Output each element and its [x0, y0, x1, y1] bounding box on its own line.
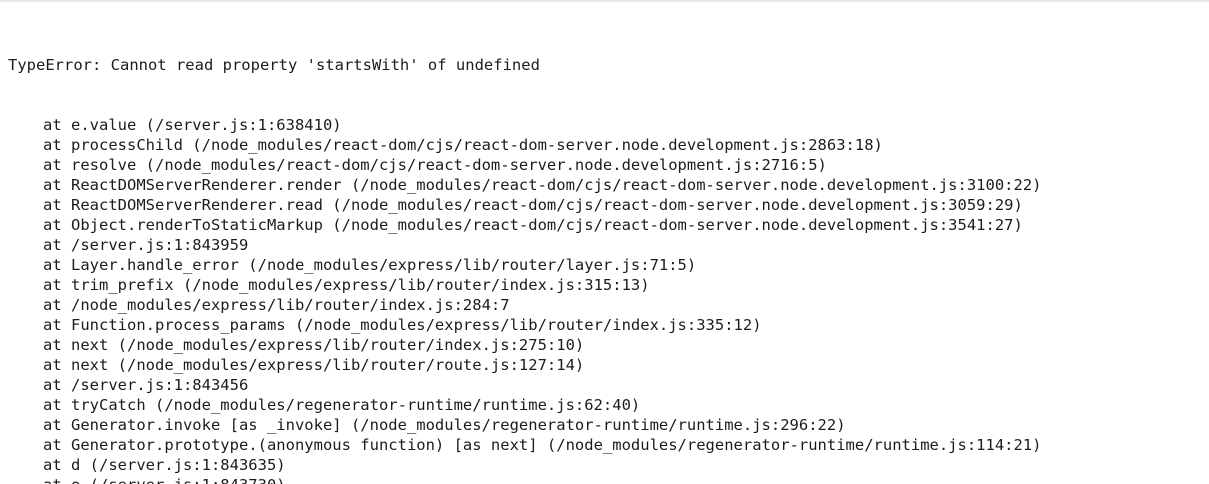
stack-frame: at Generator.prototype.(anonymous functi…: [43, 436, 1042, 454]
stack-frame: at Function.process_params (/node_module…: [43, 316, 762, 334]
stack-frame: at /node_modules/express/lib/router/inde…: [43, 296, 510, 314]
stack-frame: at Generator.invoke [as _invoke] (/node_…: [43, 416, 846, 434]
error-message: TypeError: Cannot read property 'startsW…: [8, 56, 540, 74]
stack-frame: at processChild (/node_modules/react-dom…: [43, 136, 883, 154]
stack-frame-list: at e.value (/server.js:1:638410) at proce…: [8, 115, 1201, 484]
stack-frame: at resolve (/node_modules/react-dom/cjs/…: [43, 156, 827, 174]
stack-frame: at d (/server.js:1:843635): [43, 456, 286, 474]
stack-frame: at /server.js:1:843456: [43, 376, 249, 394]
stack-frame: at /server.js:1:843959: [43, 236, 249, 254]
stack-frame: at Layer.handle_error (/node_modules/exp…: [43, 256, 697, 274]
stack-frame: at next (/node_modules/express/lib/route…: [43, 356, 585, 374]
stack-frame: at ReactDOMServerRenderer.read (/node_mo…: [43, 196, 1023, 214]
stack-frame: at o (/server.js:1:843730): [8, 475, 1201, 484]
stack-frame: at tryCatch (/node_modules/regenerator-r…: [43, 396, 641, 414]
stack-frame: at next (/node_modules/express/lib/route…: [43, 336, 585, 354]
error-stack-trace: TypeError: Cannot read property 'startsW…: [8, 15, 1201, 484]
stack-frame: at trim_prefix (/node_modules/express/li…: [43, 276, 650, 294]
stack-frame: at ReactDOMServerRenderer.render (/node_…: [43, 176, 1042, 194]
stack-frame: at e.value (/server.js:1:638410): [43, 116, 342, 134]
stack-frame: at Object.renderToStaticMarkup (/node_mo…: [43, 216, 1023, 234]
